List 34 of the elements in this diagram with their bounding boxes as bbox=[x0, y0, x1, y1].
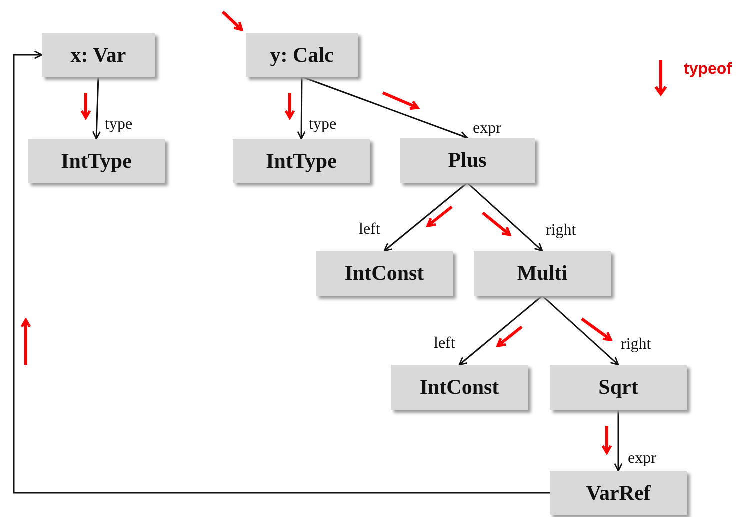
class-box bbox=[28, 139, 165, 183]
class-name: Sqrt bbox=[598, 375, 638, 400]
class-box bbox=[550, 365, 687, 410]
class-box bbox=[550, 471, 687, 515]
class-name: x: Var bbox=[70, 42, 126, 68]
arrow bbox=[384, 182, 468, 252]
class-name: IntType bbox=[61, 148, 132, 174]
edge-label: right bbox=[620, 337, 652, 353]
edge-label: type bbox=[308, 117, 338, 133]
edge-label: type bbox=[104, 117, 134, 133]
arrow bbox=[92, 76, 101, 140]
class-name: VarRef bbox=[586, 480, 651, 506]
class-name: IntType bbox=[266, 148, 337, 174]
arrow bbox=[302, 76, 468, 140]
arrow bbox=[297, 77, 306, 140]
edge-label: right bbox=[545, 223, 578, 239]
class-box bbox=[474, 251, 611, 296]
class-box bbox=[316, 251, 453, 296]
class-name: y: Calc bbox=[270, 42, 334, 68]
class-box bbox=[246, 33, 358, 77]
arrow bbox=[13, 50, 550, 494]
class-name: IntConst bbox=[344, 261, 424, 286]
arrow bbox=[614, 410, 623, 472]
class-box bbox=[400, 138, 535, 183]
class-name: IntConst bbox=[420, 375, 500, 400]
class-box bbox=[391, 365, 528, 410]
class-name: Plus bbox=[448, 148, 487, 173]
arrow bbox=[467, 182, 544, 252]
legend-label: typeof bbox=[684, 62, 732, 78]
class-box bbox=[42, 33, 155, 77]
class-box bbox=[233, 139, 370, 183]
class-name: Multi bbox=[517, 261, 568, 286]
arrow bbox=[458, 295, 543, 366]
arrow bbox=[542, 295, 620, 366]
